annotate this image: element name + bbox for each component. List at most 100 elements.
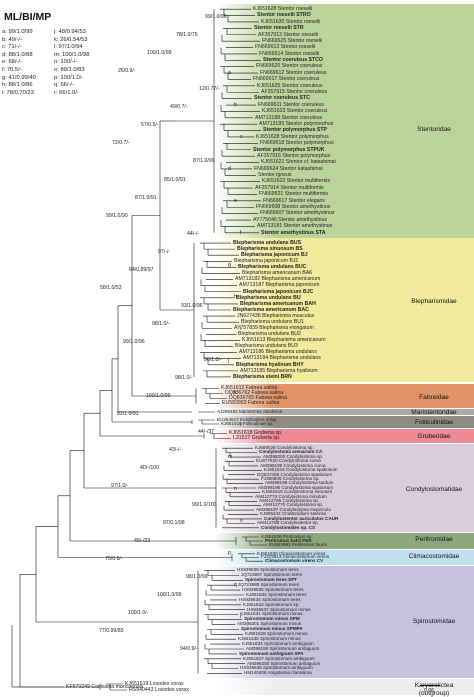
taxon-label: Condylostomides sp. CS (261, 524, 316, 530)
taxon-label: AF357915 Stentor coeruleus (261, 89, 328, 96)
taxon-label: KJ651613 Blepharisma americanum (242, 337, 326, 344)
taxon-label: FN669618 Stentor polymorphus (260, 140, 334, 147)
taxon-label: EU583993 Peritromus faurei (269, 541, 327, 547)
taxon-label: Blepharisma undulans BU (236, 294, 301, 301)
support-value: 40/-/100 (140, 465, 160, 472)
support-value: 57/0.5/- (141, 122, 159, 129)
support-value: 98/1.0/- (175, 375, 193, 382)
taxon-label: AM713184 Blepharisma undulans (243, 355, 321, 362)
taxon-label: Blepharisma sinuosum BS (237, 245, 303, 252)
taxon-label: Blepharisma undulans BU3 (235, 343, 298, 350)
support-value: 94/0.9/- (180, 645, 198, 652)
clade-letter: h (234, 294, 237, 300)
taxon-label: DQ836762 Fabrea salina (225, 390, 283, 397)
family-label-peritromidae: Peritromidae (415, 536, 453, 543)
taxon-label: HS939534 Spirostomum teres (239, 596, 301, 602)
band-fade (214, 4, 274, 695)
taxon-label: HS939537 Spirostomum minus (247, 606, 311, 612)
taxon-label: Stentor roeselii STR (254, 25, 304, 32)
taxon-label: AY775046 Stentor amethystinus (253, 216, 328, 223)
taxon-label: Blepharisma japonicum BJ2 (234, 258, 299, 265)
support-value: 99/1.0/96 (123, 339, 145, 345)
support-value: 97/0.1/98 (163, 519, 185, 526)
taxon-label: DQ837455 Condylostoma spatiosum (257, 471, 333, 477)
support-value: 100/1.0/99 (147, 50, 172, 57)
family-label-outgroup: (outgroup) (418, 690, 450, 697)
taxon-label: AM412765 Condylostoma sp. (259, 498, 320, 504)
taxon-label: KJ651632 Spirostomum teres (246, 591, 307, 597)
taxon-label: KJ651628 Stentor polymorphus (256, 133, 329, 140)
taxon-label: AM398197 Condylostoma majuscula (256, 506, 331, 512)
clade-letter: n (234, 486, 237, 492)
taxon-label: KJ651634 Spirostomum ambiguum (242, 640, 314, 646)
taxon-label: AF357914 Stentor multiformis (255, 184, 324, 191)
legend-item-h: h: 88/1.0/86 (2, 82, 33, 89)
taxon-label: FN669617 Stentor coeruleus (253, 76, 320, 83)
legend-item-c: c: 71/-/- (2, 44, 22, 51)
legend-item-k: k: 26/0.54/53 (54, 36, 88, 43)
taxon-label: KJ651635 Spirostomum minus (238, 635, 301, 641)
band-gruberidae (214, 429, 474, 443)
taxon-label: Blepharisma hyalinum BHY (236, 361, 304, 368)
clade-letter: o (240, 518, 243, 524)
band-peritromidae (214, 533, 474, 549)
taxon-label: Blepharisma americanum BAC (233, 306, 309, 313)
family-label-maristentoridae: Maristentoridae (411, 409, 457, 416)
support-value: 75/0.9/- (105, 555, 123, 562)
taxon-label: KJ689026 Condylostoma sp. (255, 445, 314, 450)
taxon-label: AM398200 Spirostomum ambiguum (247, 660, 321, 666)
legend-title: ML/BI/MP (4, 11, 52, 23)
support-value: 64/0.89/97 (129, 266, 154, 273)
clade-letter: k (234, 390, 237, 396)
taxon-label: AY757839 Blepharisma elongatum (234, 325, 314, 332)
taxon-label: AM713185 Blepharisma hyalinum (240, 367, 318, 374)
family-label-condylostomatidae: Condylostomatidae (405, 486, 463, 493)
taxon-label: KJ651623 Stentor coeruleus (262, 108, 328, 115)
taxon-label: KJ651631 Spirostomum minus (240, 611, 303, 617)
taxon-label: FN669613 Stentor roeselii (255, 44, 316, 51)
taxon-label: FN669607 Stentor amethystinus (260, 210, 335, 217)
family-label-blepharismidae: Blepharismidae (411, 298, 457, 305)
taxon-label: HS939535 Spirostomum teres (242, 586, 304, 592)
support-value: 77/0.99/83 (99, 627, 124, 634)
taxon-label: KJ651630 Climacostomum virens (257, 550, 326, 556)
legend-item-d: d: 88/1.0/88 (2, 51, 33, 58)
taxon-label: KJ651619 Condylostoma minutum (262, 489, 333, 495)
taxon-label: Condylostentor auriculatus CAUR (264, 515, 339, 521)
clade-letter: b (234, 102, 237, 108)
taxon-label: FJ379913 Climacostomum virens (261, 554, 330, 560)
taxon-label: KJ651625 Stentor coeruleus (257, 82, 323, 89)
clade-letter: f (240, 230, 242, 236)
clade-letter: m (228, 454, 233, 460)
taxon-label: Stentor coeruleus STCO (263, 57, 323, 64)
taxon-label: FN669625 Stentor roeselii (262, 37, 323, 44)
taxon-label: Peritromus kahli PER (265, 537, 312, 543)
taxon-label: Spirostomum ambiguum SPA (239, 650, 304, 656)
scale-bar-label: 0.06 (424, 688, 435, 694)
support-value: 87/1.0/99 (193, 158, 215, 165)
taxon-label: KJ651633 Spirostomum sp. (243, 601, 300, 607)
taxon-label: FN669614 Stentor roeselii (259, 50, 320, 57)
taxon-label: FN669624 Stentor katashimai (254, 165, 323, 172)
clade-letter: e (234, 198, 237, 204)
taxon-label: L31517 Gruberia sp. (233, 435, 281, 442)
legend-item-m: m: 100/1.0/98 (54, 51, 90, 58)
taxon-label: AM713189 Stentor polymorphus (259, 120, 334, 127)
support-value: 96/1.0/- (204, 357, 222, 364)
taxon-label: Stentor igneus (258, 172, 292, 179)
taxon-label: AM398199 Condylostoma curva (260, 462, 326, 468)
family-label-karyorelictea: Karyorelictea (414, 682, 454, 689)
taxon-label: Blepharisma japonicum BJ (241, 252, 308, 259)
taxon-label: Blepharisma undulans BU2 (238, 331, 301, 338)
taxon-label: Spirostomum minus SPM (244, 616, 300, 622)
band-karyorelictea (214, 679, 474, 695)
taxon-label: AM713182 Blepharisma americanum (235, 276, 321, 283)
legend-item-g: g: 41/0.99/40 (2, 74, 36, 81)
taxon-label: Blepharisma americanum BA6 (242, 270, 313, 277)
taxon-label: Blepharisma steini BRN (233, 373, 292, 380)
family-label-folliculinidae: Folliculinidae (414, 419, 454, 426)
taxon-label: KJ651616 Condylostoma spatiosum (264, 467, 338, 473)
legend-item-i: i: 78/0.70/23 (2, 89, 34, 96)
support-value: 49/0.7/- (170, 104, 188, 111)
support-value: 100/1.0/99 (157, 591, 182, 598)
